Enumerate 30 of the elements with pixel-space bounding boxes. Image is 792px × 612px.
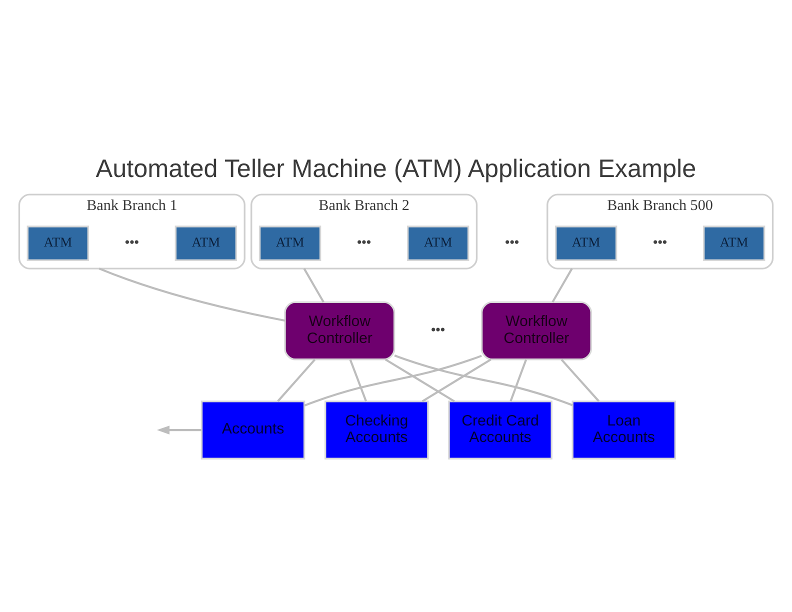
- label: •••: [124, 234, 139, 250]
- label: •••: [504, 234, 520, 250]
- arrow: [156, 426, 202, 434]
- connector: [510, 359, 528, 402]
- node-box: Credit Card Accounts: [448, 400, 552, 460]
- label: •••: [430, 322, 446, 338]
- node-box: ATM: [26, 226, 90, 261]
- connector: [349, 359, 368, 402]
- connector: [303, 268, 324, 303]
- connector: [560, 358, 600, 402]
- node-box: Accounts: [200, 400, 306, 460]
- node-box: ATM: [702, 226, 766, 261]
- node-box: ATM: [258, 226, 322, 261]
- connector: [98, 268, 286, 322]
- node-box: ATM: [174, 226, 238, 261]
- node-box: ATM: [406, 226, 470, 261]
- connector: [304, 354, 482, 407]
- diagram-title: Automated Teller Machine (ATM) Application Example: [96, 154, 696, 183]
- node-box: ATM: [554, 226, 618, 261]
- label: •••: [356, 234, 372, 250]
- connector: [277, 358, 316, 402]
- connector: [384, 358, 455, 402]
- node-box: Workflow Controller: [284, 301, 396, 360]
- label: •••: [653, 234, 668, 250]
- connector: [394, 354, 573, 406]
- node-box: Checking Accounts: [324, 400, 429, 460]
- connector: [552, 268, 573, 303]
- node-box: Workflow Controller: [480, 301, 592, 360]
- connector: [422, 358, 492, 402]
- node-box: Loan Accounts: [572, 400, 676, 460]
